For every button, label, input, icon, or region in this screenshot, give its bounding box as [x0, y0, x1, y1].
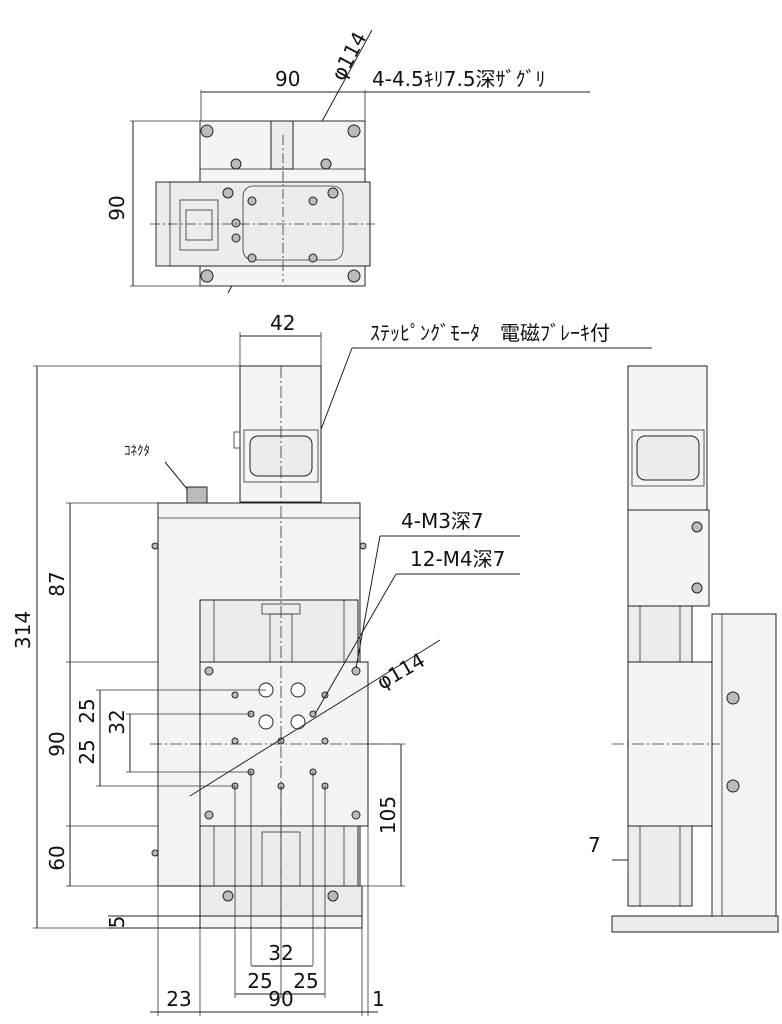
- connector: [186, 486, 208, 504]
- front-view: 42 ｽﾃｯﾋﾟﾝｸﾞﾓｰﾀ 電磁ﾌﾞﾚｰｷ付 ｺﾈｸﾀ 314 87 90 6…: [11, 311, 652, 1016]
- front-diameter-label: φ114: [373, 648, 429, 694]
- side-base: [611, 915, 779, 933]
- connector-label: ｺﾈｸﾀ: [124, 444, 150, 459]
- bottom-25-left: 25: [247, 969, 272, 993]
- motor-width-label: 42: [270, 311, 295, 335]
- m3-note: 4-M3深7: [401, 509, 484, 533]
- upper-height-label: 87: [45, 571, 69, 596]
- middle-height-label: 90: [45, 731, 69, 756]
- top-view: 90 4-4.5ｷﾘ7.5深ｻﾞｸﾞﾘ φ114 90: [105, 28, 590, 294]
- bottom-width: 90: [268, 987, 293, 1011]
- bottom-25-right: 25: [293, 969, 318, 993]
- right-offset: 1: [372, 987, 385, 1011]
- m4-note: 12-M4深7: [410, 547, 505, 571]
- pitch-32: 32: [105, 709, 129, 734]
- side-bracket: [711, 613, 777, 917]
- motor: [239, 365, 322, 503]
- bottom-32: 32: [268, 941, 293, 965]
- top-diameter-label: φ114: [326, 28, 371, 85]
- pitch-25-bottom: 25: [75, 739, 99, 764]
- lower-height-label: 60: [45, 845, 69, 870]
- overall-height-label: 314: [11, 611, 35, 649]
- motor-note: ｽﾃｯﾋﾟﾝｸﾞﾓｰﾀ 電磁ﾌﾞﾚｰｷ付: [370, 321, 610, 345]
- side-offset-label: 7: [588, 833, 601, 857]
- top-width-label: 90: [275, 67, 300, 91]
- left-offset: 23: [166, 987, 191, 1011]
- base-label: 5: [105, 916, 129, 929]
- pitch-25-top: 25: [75, 698, 99, 723]
- stroke-label: 105: [376, 796, 400, 834]
- side-view: 7: [588, 365, 779, 933]
- top-height-label: 90: [105, 195, 129, 220]
- top-hole-note: 4-4.5ｷﾘ7.5深ｻﾞｸﾞﾘ: [372, 67, 546, 91]
